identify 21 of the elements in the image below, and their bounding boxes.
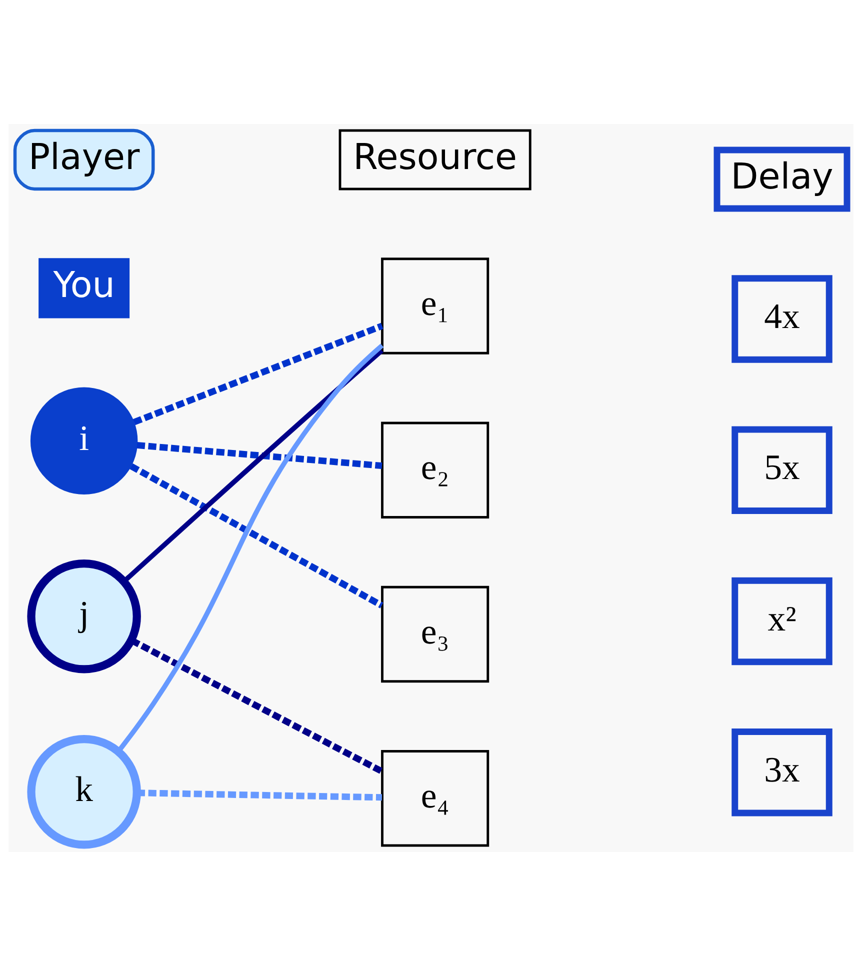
node-box: 5x <box>732 426 832 514</box>
connector <box>130 637 384 774</box>
node-circle: i <box>30 386 138 494</box>
node-box: e₄ <box>381 750 490 846</box>
node-box: e₃ <box>381 585 490 682</box>
node-box: Player <box>13 128 155 190</box>
connector <box>132 322 384 425</box>
node-box: Resource <box>338 128 532 190</box>
node-box: x² <box>732 576 832 665</box>
connector <box>116 343 384 753</box>
connector <box>130 462 384 608</box>
connector <box>122 348 384 583</box>
node-box: Delay <box>714 146 850 212</box>
node-box: 3x <box>732 728 832 816</box>
node-box: e₁ <box>381 257 490 354</box>
connector <box>136 441 382 469</box>
node-circle: j <box>27 559 141 673</box>
node-box: 4x <box>732 274 832 362</box>
node-circle: k <box>27 734 141 848</box>
node-box: e₂ <box>381 421 490 518</box>
node-label: You <box>53 264 115 306</box>
